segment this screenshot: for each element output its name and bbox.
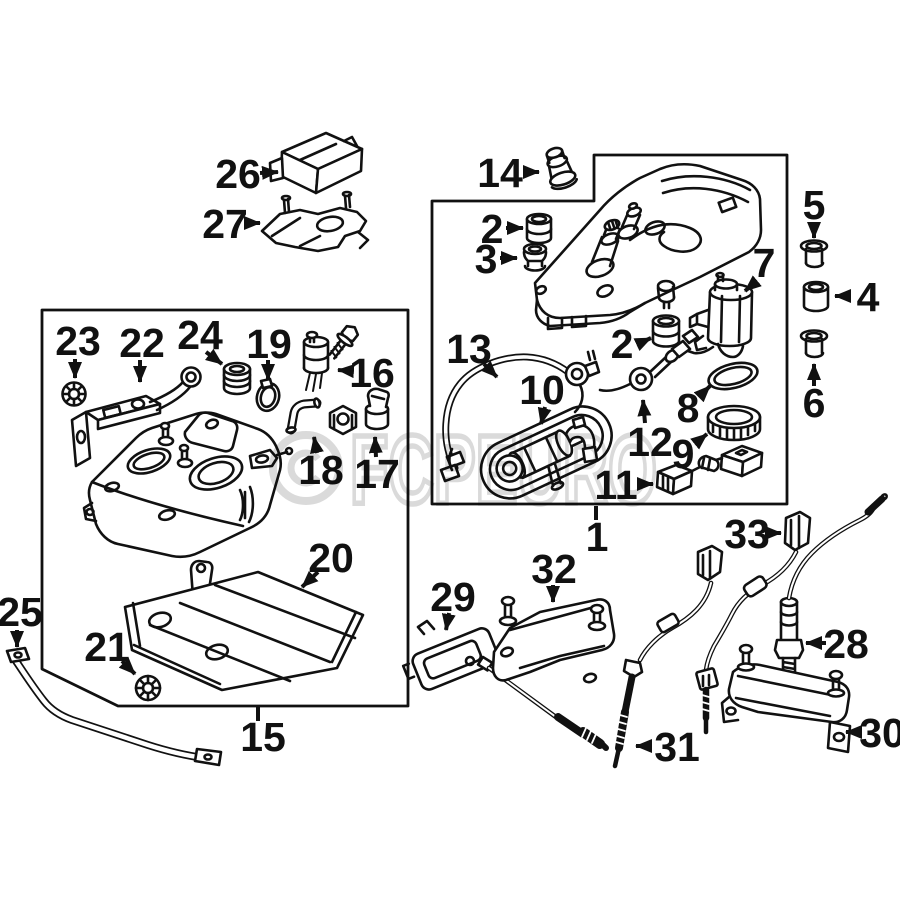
- part-14-grommet: [545, 146, 578, 191]
- callout-7: 7: [753, 240, 776, 286]
- callout-11: 11: [594, 462, 637, 508]
- watermark-logo-circle: [269, 431, 343, 505]
- callout-5: 5: [803, 182, 826, 228]
- arrow-21: [118, 657, 137, 676]
- arrow-8: [693, 384, 712, 403]
- part-33-sensor: [695, 510, 812, 735]
- callout-21: 21: [84, 624, 130, 670]
- arrow-12: [637, 399, 652, 424]
- part-20-skid-plate: [123, 559, 365, 692]
- part-30-bracket: [720, 643, 852, 754]
- callout-15: 15: [240, 714, 286, 760]
- arrow-10: [537, 406, 552, 425]
- part-21-washer: [134, 674, 162, 702]
- arrow-26: [259, 165, 279, 180]
- watermark-text: FCPEURO: [350, 415, 657, 524]
- part-5-bushing: [799, 239, 829, 269]
- part-17-grommet: [364, 387, 390, 431]
- callout-26: 26: [215, 151, 261, 197]
- part-11-connector: [655, 444, 764, 496]
- callouts-layer: 26 27 14 2 3 5 4 6 7 2 13 10 12 8 9 11 1…: [0, 150, 900, 770]
- part-28-oxygen-sensor: [773, 493, 888, 677]
- part-16-pump: [302, 324, 360, 392]
- arrow-9: [690, 432, 709, 450]
- callout-29: 29: [430, 574, 476, 620]
- callout-24: 24: [177, 312, 223, 358]
- callout-9: 9: [672, 431, 695, 477]
- callout-27: 27: [202, 201, 248, 247]
- part-4-bushing: [802, 280, 830, 313]
- callout-12: 12: [627, 419, 673, 465]
- part-6-bushing: [799, 329, 829, 359]
- part-22-bracket: [70, 366, 202, 468]
- callout-32: 32: [531, 546, 577, 592]
- part-27-bracket: [260, 190, 370, 253]
- part-9-lock-ring: [706, 404, 762, 442]
- callout-19: 19: [246, 321, 292, 367]
- part-2-bushing-upper: [525, 212, 553, 245]
- callout-6: 6: [803, 380, 826, 426]
- callout-1: 1: [586, 514, 609, 560]
- part-fuel-tank: [82, 411, 294, 559]
- part-23-washer: [61, 381, 87, 407]
- callout-31: 31: [654, 724, 700, 770]
- part-32-bracket: [491, 595, 616, 684]
- part-2-bushing-lower: [651, 314, 681, 348]
- part-19-clamp: [255, 377, 281, 413]
- callout-22: 22: [119, 320, 165, 366]
- arrow-29: [441, 612, 456, 631]
- box-1-border: [430, 153, 789, 506]
- arrow-16: [337, 364, 355, 379]
- part-31-egt-sensor: [612, 544, 724, 769]
- part-12-fuel-line: [598, 328, 700, 393]
- arrow-20: [300, 570, 320, 589]
- part-18-hose-elbow: [285, 397, 322, 435]
- watermark-logo-c: [287, 449, 321, 487]
- watermark: FCPEURO: [269, 412, 660, 527]
- callout-23: 23: [55, 318, 101, 364]
- part-8-seal-ring: [707, 361, 759, 391]
- callout-17: 17: [354, 451, 400, 497]
- part-7-metering-pump: [686, 271, 754, 359]
- callout-28: 28: [823, 621, 869, 667]
- part-tank-reservoir: [533, 163, 763, 331]
- part-25-tank-strap: [5, 646, 223, 767]
- part-3-bushing: [522, 242, 548, 272]
- part-17-nut: [328, 404, 358, 436]
- callout-4: 4: [857, 274, 880, 320]
- callout-20: 20: [308, 535, 354, 581]
- callout-30: 30: [859, 710, 900, 756]
- callout-16: 16: [349, 350, 395, 396]
- arrow-2b: [633, 336, 652, 352]
- callout-2b: 2: [611, 321, 634, 367]
- arrow-24: [204, 348, 224, 366]
- callout-8: 8: [677, 385, 700, 431]
- callout-3: 3: [475, 236, 498, 282]
- arrow-17: [368, 436, 383, 458]
- callout-25: 25: [0, 589, 43, 635]
- box-15-border: [40, 308, 410, 708]
- part-24-bushing: [222, 361, 252, 396]
- callout-13: 13: [446, 326, 492, 372]
- callout-2a: 2: [481, 206, 504, 252]
- callout-33: 33: [724, 511, 770, 557]
- part-10-fuel-pump: [479, 405, 613, 500]
- arrow-7: [743, 275, 762, 293]
- callout-10: 10: [519, 367, 565, 413]
- arrow-13: [480, 360, 499, 379]
- callout-14: 14: [477, 150, 523, 196]
